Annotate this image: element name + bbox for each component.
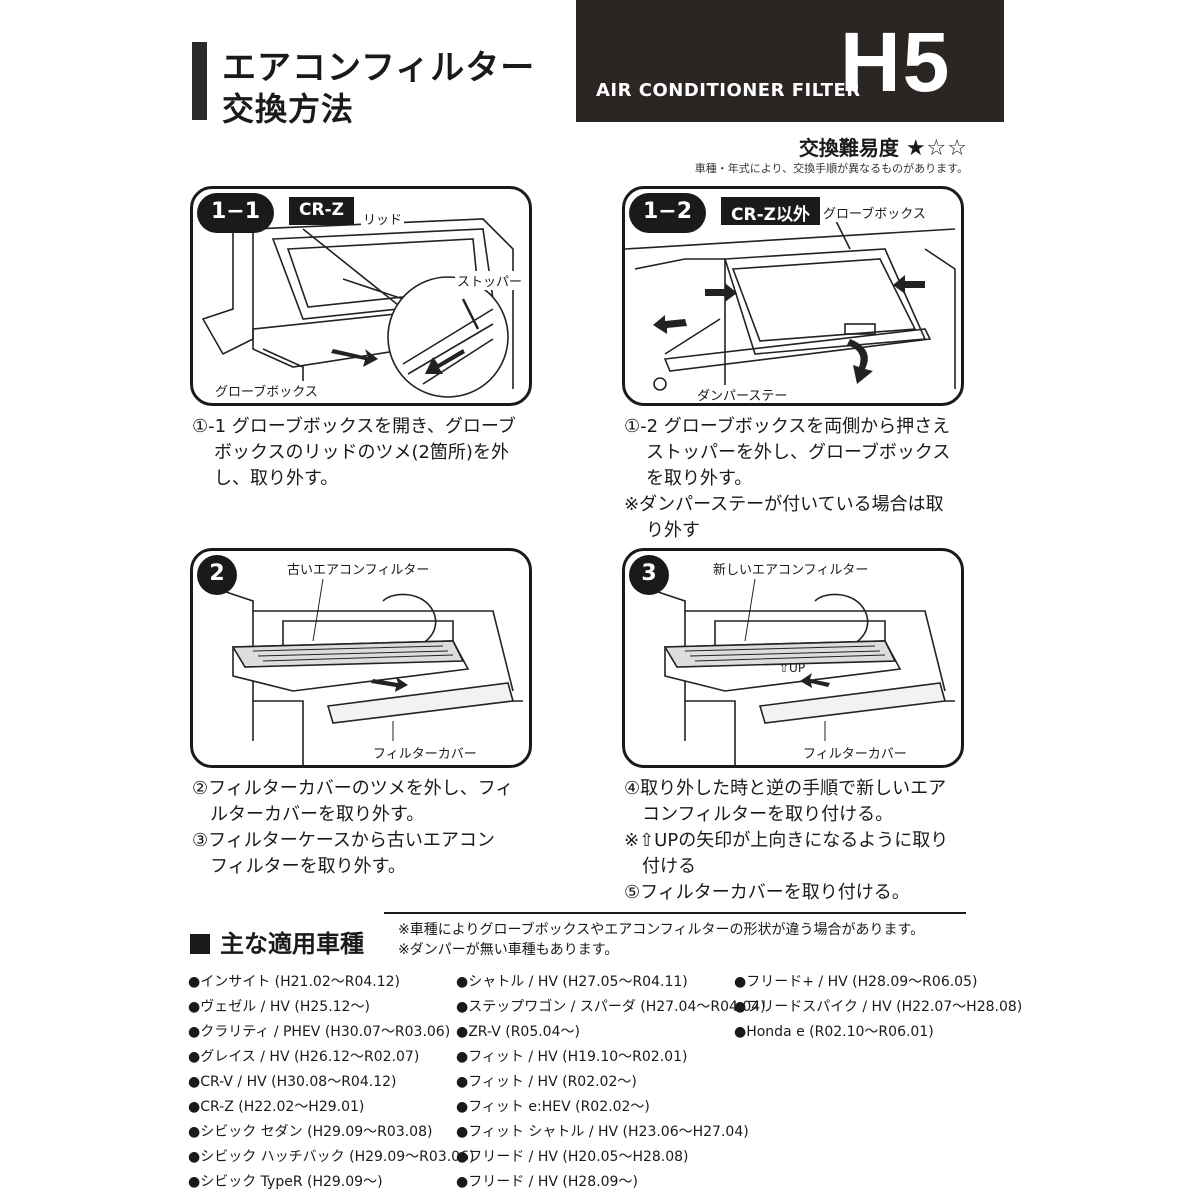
page-title-sub: 交換方法 (222, 90, 355, 128)
instruction-line: ⑤フィルターカバーを取り付ける。 (624, 882, 910, 903)
vehicles-note: ※ダンパーが無い車種もあります。 (398, 942, 619, 958)
title-accent-bar (192, 42, 207, 120)
list-item: ●ZR-V (R05.04〜) (456, 1024, 580, 1040)
list-item: ●ヴェゼル / HV (H25.12〜) (188, 999, 370, 1015)
instruction-line: 付ける (642, 856, 696, 877)
glove-box-removal-illustration (625, 218, 956, 391)
label-up-arrow: ⇧UP (779, 661, 806, 675)
list-item: ●グレイス / HV (H26.12〜R02.07) (188, 1049, 420, 1065)
list-item: ●フィット / HV (H19.10〜R02.01) (456, 1049, 688, 1065)
step-1-1-panel: 1−1 CR-Z リッド ストッパー グローブボックス (190, 186, 532, 406)
instruction-line: ③フィルターケースから古いエアコン (192, 830, 495, 851)
list-item: ●フィット シャトル / HV (H23.06〜H27.04) (456, 1124, 749, 1140)
step-1-2-instructions: ①-2 グローブボックスを両側から押さえ ストッパーを外し、グローブボックス を… (624, 414, 950, 544)
instruction-line: ※⇧UPの矢印が上向きになるように取り (624, 830, 949, 851)
instruction-line: ボックスのリッドのツメ(2箇所)を外 (214, 442, 509, 463)
vehicles-notes: ※車種によりグローブボックスやエアコンフィルターの形状が違う場合があります。 ※… (398, 920, 924, 960)
step-2-panel: 2 古いエアコンフィルター フィルターカバー (190, 548, 532, 768)
step-badge-2: 2 (197, 555, 237, 595)
instruction-line: ストッパーを外し、グローブボックス (646, 442, 951, 463)
step-badge-3: 3 (629, 555, 669, 595)
glove-box-lid-illustration (201, 217, 514, 398)
instruction-line: ①-2 グローブボックスを両側から押さえ (624, 416, 951, 437)
vehicle-list-col-1: ●インサイト (H21.02〜R04.12) ●ヴェゼル / HV (H25.1… (188, 970, 474, 1195)
vehicles-heading-text: 主な適用車種 (220, 930, 364, 958)
instruction-line: ルターカバーを取り外す。 (210, 804, 425, 825)
square-bullet-icon (190, 934, 210, 954)
model-tag-cr-z: CR-Z (289, 197, 354, 225)
step-3-instructions: ④取り外した時と逆の手順で新しいエア コンフィルターを取り付ける。 ※⇧UPの矢… (624, 776, 948, 906)
step-1-2-panel: 1−2 CR-Z以外 グローブボックス ダンパーステー (622, 186, 964, 406)
list-item: ●フリードスパイク / HV (H22.07〜H28.08) (734, 999, 1023, 1015)
list-item: ●インサイト (H21.02〜R04.12) (188, 974, 401, 990)
list-item: ●フィット e:HEV (R02.02〜) (456, 1099, 650, 1115)
instruction-line: コンフィルターを取り付ける。 (642, 804, 894, 825)
list-item: ●シャトル / HV (H27.05〜R04.11) (456, 974, 688, 990)
label-new-filter: 新しいエアコンフィルター (711, 559, 871, 578)
label-stopper: ストッパー (455, 271, 525, 290)
difficulty-stars: ★☆☆ (905, 136, 968, 161)
vehicle-list-col-3: ●フリード+ / HV (H28.09〜R06.05) ●フリードスパイク / … (734, 970, 1022, 1045)
instruction-line: ①-1 グローブボックスを開き、グローブ (192, 416, 516, 437)
procedure-note: 車種・年式により、交換手順が異なるものがあります。 (694, 162, 968, 175)
section-divider (384, 912, 966, 914)
list-item: ●シビック セダン (H29.09〜R03.08) (188, 1124, 433, 1140)
list-item: ●フリード / HV (H20.05〜H28.08) (456, 1149, 689, 1165)
filter-code: H5 (840, 15, 952, 109)
step-2-instructions: ②フィルターカバーのツメを外し、フィ ルターカバーを取り外す。 ③フィルターケー… (192, 776, 513, 880)
difficulty-rating: 交換難易度 ★☆☆ (799, 132, 968, 161)
list-item: ●CR-Z (H22.02〜H29.01) (188, 1099, 365, 1115)
model-tag-non-cr-z: CR-Z以外 (721, 197, 820, 225)
list-item: ●シビック ハッチバック (H29.09〜R03.06) (188, 1149, 475, 1165)
instruction-line: フィルターを取り外す。 (210, 856, 406, 877)
instruction-line: を取り外す。 (646, 468, 753, 489)
instruction-line: し、取り外す。 (214, 468, 339, 489)
step-badge-1-1: 1−1 (197, 193, 275, 233)
list-item: ●ステップワゴン / スパーダ (H27.04〜R04.04) (456, 999, 766, 1015)
list-item: ●フリード+ / HV (H28.09〜R06.05) (734, 974, 978, 990)
label-glove-box: グローブボックス (213, 381, 320, 400)
instruction-line: ※ダンパーステーが付いている場合は取 (624, 494, 944, 515)
label-glove-box: グローブボックス (821, 203, 928, 222)
label-filter-cover: フィルターカバー (371, 743, 479, 762)
old-filter-removal-illustration (222, 578, 523, 765)
list-item: ●フリード / HV (H28.09〜) (456, 1174, 638, 1190)
list-item: ●クラリティ / PHEV (H30.07〜R03.06) (188, 1024, 451, 1040)
page-title: エアコンフィルター (222, 48, 536, 88)
step-3-panel: 3 新しいエアコンフィルター ⇧UP フィルターカバー (622, 548, 964, 768)
filter-code-box: AIR CONDITIONER FILTER H5 (576, 0, 1004, 122)
instruction-line: り外す (646, 520, 700, 541)
step-1-1-instructions: ①-1 グローブボックスを開き、グローブ ボックスのリッドのツメ(2箇所)を外 … (192, 414, 516, 492)
list-item: ●フィット / HV (R02.02〜) (456, 1074, 637, 1090)
difficulty-label: 交換難易度 (798, 136, 899, 160)
list-item: ●CR-V / HV (H30.08〜R04.12) (188, 1074, 397, 1090)
step-badge-1-2: 1−2 (629, 193, 707, 233)
label-filter-cover: フィルターカバー (801, 743, 909, 762)
label-old-filter: 古いエアコンフィルター (285, 559, 432, 578)
vehicles-heading: 主な適用車種 (190, 924, 364, 959)
vehicle-list-col-2: ●シャトル / HV (H27.05〜R04.11) ●ステップワゴン / スパ… (456, 970, 766, 1195)
instruction-line: ④取り外した時と逆の手順で新しいエア (624, 778, 947, 799)
label-damper-stay: ダンパーステー (695, 385, 790, 403)
label-lid: リッド (361, 209, 405, 228)
list-item: ●シビック TypeR (H29.09〜) (188, 1174, 383, 1190)
new-filter-install-illustration (654, 578, 955, 765)
filter-subtitle: AIR CONDITIONER FILTER (596, 80, 861, 101)
vehicles-note: ※車種によりグローブボックスやエアコンフィルターの形状が違う場合があります。 (398, 922, 925, 938)
list-item: ●Honda e (R02.10〜R06.01) (734, 1024, 934, 1040)
instruction-line: ②フィルターカバーのツメを外し、フィ (192, 778, 514, 799)
